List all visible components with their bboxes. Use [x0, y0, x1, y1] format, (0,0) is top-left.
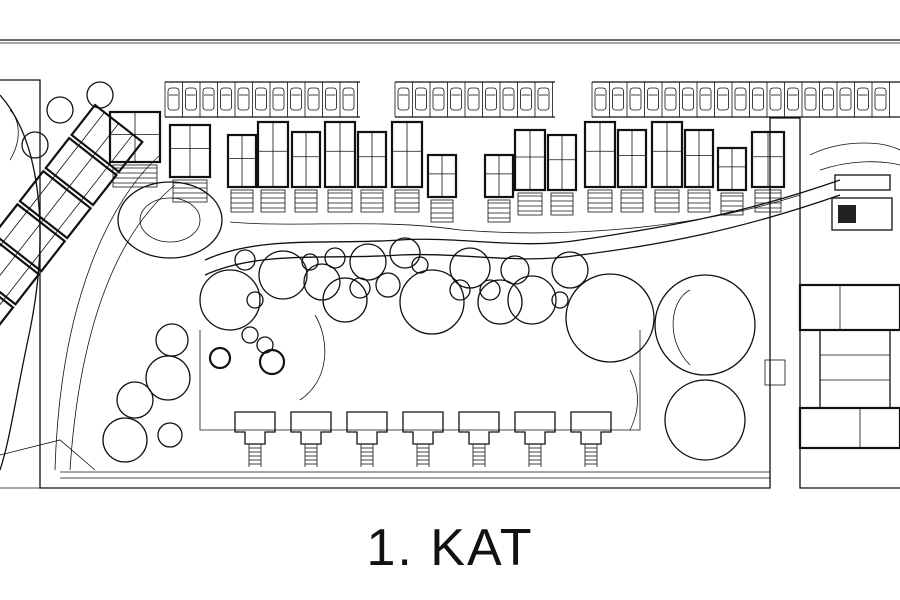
parking-row-1 [164, 81, 360, 118]
floor-title: 1. KAT [366, 519, 534, 577]
cabana-units [234, 411, 612, 467]
parking-row-2 [394, 81, 555, 118]
drawing-frame [0, 39, 900, 489]
residential-blocks-north [108, 110, 786, 223]
perimeter-road-west [0, 94, 176, 471]
parking-row-3 [591, 81, 900, 118]
residential-blocks-west [0, 103, 144, 397]
central-promenade [204, 142, 900, 276]
east-garden [654, 274, 756, 461]
central-plaza [199, 314, 641, 431]
north-west-garden [21, 81, 286, 376]
east-amenity-building [764, 174, 900, 450]
landscape-trees [102, 237, 655, 463]
